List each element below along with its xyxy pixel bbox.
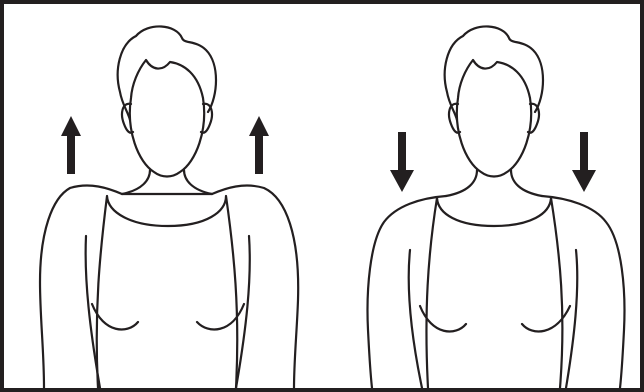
left-panel-shoulders-raised <box>40 26 298 388</box>
left-neck <box>122 170 212 194</box>
right-panel-shoulders-lowered <box>368 26 625 388</box>
left-arm-inner-lines <box>86 236 250 388</box>
left-up-arrow-icon <box>61 116 81 174</box>
right-arm-inner-lines <box>409 250 578 388</box>
right-up-arrow-icon <box>249 116 269 174</box>
right-tank-top <box>426 198 562 388</box>
left-figure <box>40 26 298 388</box>
left-hair-outline <box>118 26 216 120</box>
left-down-arrow-icon <box>390 132 414 192</box>
right-down-arrow-icon <box>572 132 596 192</box>
right-neck <box>446 170 542 196</box>
right-bust-curves <box>420 306 570 331</box>
right-face-outline <box>457 60 531 177</box>
right-hair-outline <box>445 26 543 120</box>
left-body-outline <box>40 186 298 388</box>
left-face-outline <box>130 60 204 177</box>
right-figure <box>368 26 625 388</box>
left-bust-curves <box>92 304 244 329</box>
left-tank-top <box>97 196 238 388</box>
right-body-outline <box>368 196 625 388</box>
